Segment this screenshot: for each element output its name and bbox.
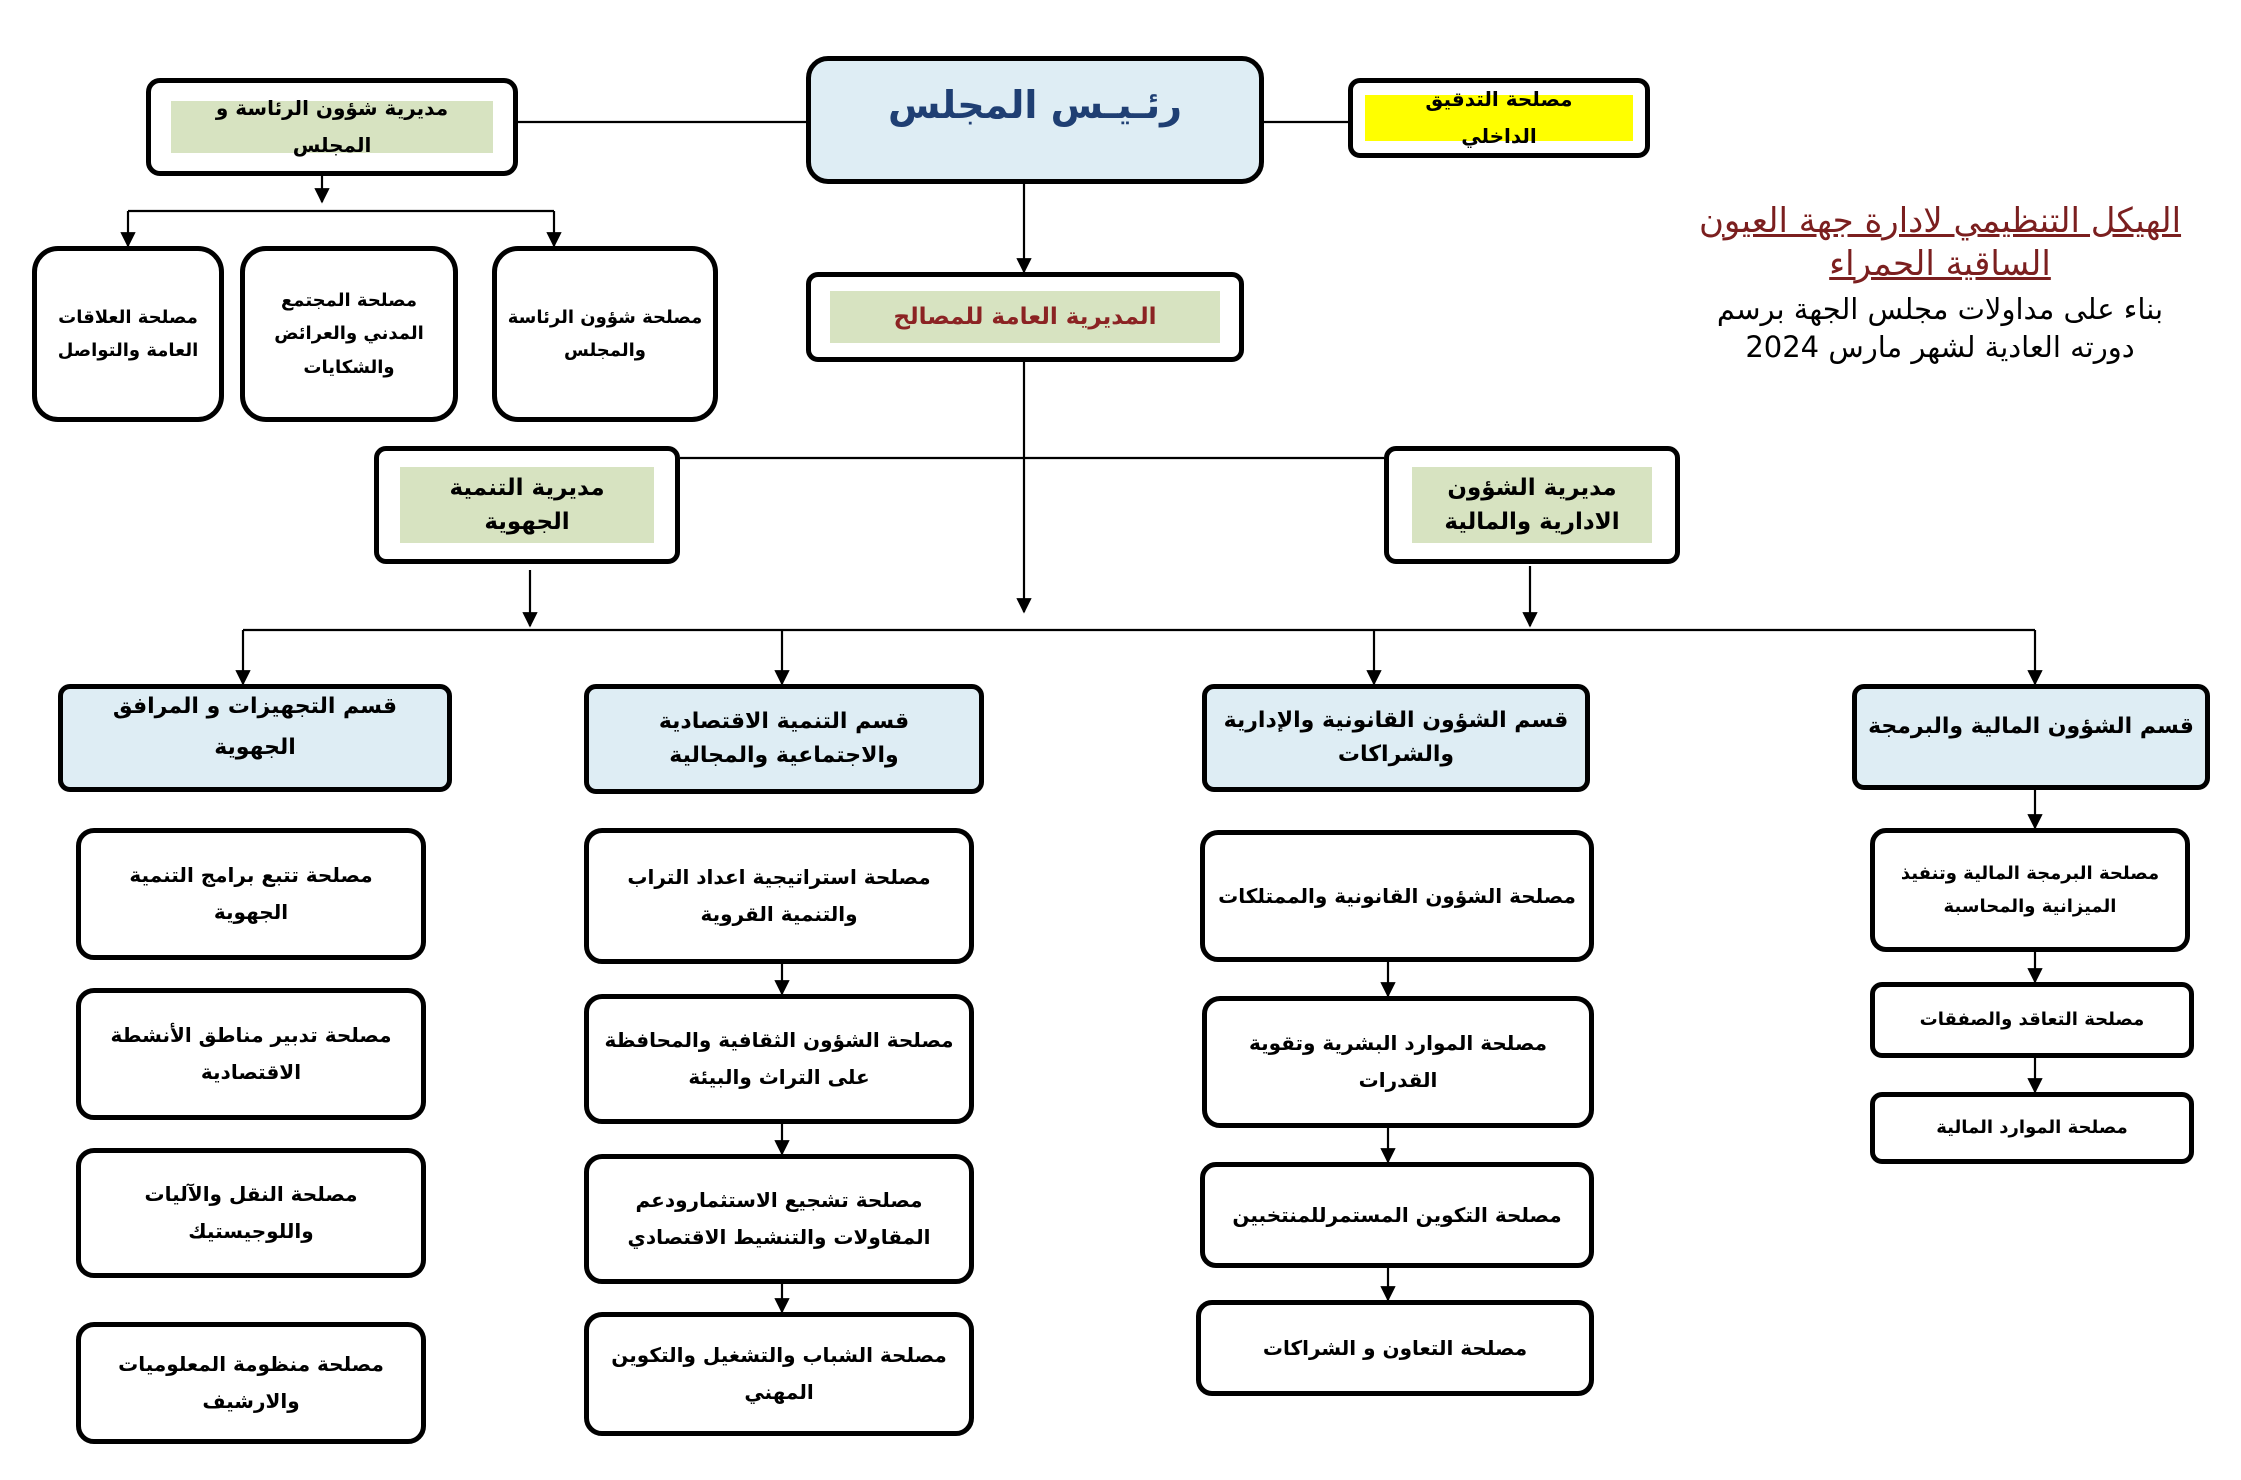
cultural-affairs-service-box: مصلحة الشؤون الثقافية والمحافظة على التر… [584, 994, 974, 1124]
territorial-strategy-service-label: مصلحة استراتيجية اعداد التراب والتنمية ا… [627, 865, 931, 926]
cooperation-service-box: مصلحة التعاون و الشراكات [1196, 1300, 1594, 1396]
presidency-service-box: مصلحة شؤون الرئاسة والمجلس [492, 246, 718, 422]
public-relations-service-box: مصلحة العلاقات العامة والتواصل [32, 246, 224, 422]
legal-affairs-service-label: مصلحة الشؤون القانونية والممتلكات [1218, 883, 1576, 908]
equipment-department-box: قسم التجهيزات و المرافق الجهوية [58, 684, 452, 792]
cultural-affairs-service-label: مصلحة الشؤون الثقافية والمحافظة على التر… [604, 1028, 954, 1089]
territorial-strategy-service-box: مصلحة استراتيجية اعداد التراب والتنمية ا… [584, 828, 974, 964]
chart-title-block: الهيكل التنظيمي لادارة جهة العيون الساقي… [1680, 200, 2200, 366]
chart-subtitle-line1: بناء على مداولات مجلس الجهة برسم [1716, 292, 2164, 326]
admin-finance-directorate-label: مديرية الشؤون الادارية والمالية [1444, 474, 1620, 536]
chart-title-line1: الهيكل التنظيمي لادارة جهة العيون [1698, 201, 2182, 241]
human-resources-service-label: مصلحة الموارد البشرية وتقوية القدرات [1248, 1031, 1548, 1092]
legal-department-box: قسم الشؤون القانونية والإدارية والشراكات [1202, 684, 1590, 792]
general-directorate-label: المديرية العامة للمصالح [893, 303, 1157, 330]
regional-development-directorate-box: مديرية التنمية الجهوية [374, 446, 680, 564]
elected-training-service-label: مصلحة التكوين المستمرللمنتخبين [1232, 1202, 1562, 1227]
economic-zones-service-label: مصلحة تدبير مناطق الأنشطة الاقتصادية [110, 1023, 392, 1084]
economic-zones-service-box: مصلحة تدبير مناطق الأنشطة الاقتصادية [76, 988, 426, 1120]
financial-resources-service-box: مصلحة الموارد المالية [1870, 1092, 2194, 1164]
chart-subtitle-line2: دورته العادية لشهر مارس 2024 [1745, 329, 2135, 364]
youth-employment-service-label: مصلحة الشباب والتشغيل والتكوين المهني [611, 1343, 947, 1404]
internal-audit-label: مصلحة التدقيق الداخلي [1425, 87, 1573, 148]
equipment-department-label: قسم التجهيزات و المرافق الجهوية [112, 694, 398, 760]
regional-programs-service-box: مصلحة تتبع برامج التنمية الجهوية [76, 828, 426, 960]
contracts-service-label: مصلحة التعاقد والصفقات [1919, 1009, 2145, 1031]
financial-resources-service-label: مصلحة الموارد المالية [1936, 1117, 2128, 1139]
presidency-directorate-box: مديرية شؤون الرئاسة و المجلس [146, 78, 518, 176]
public-relations-service-label: مصلحة العلاقات العامة والتواصل [57, 306, 199, 361]
regional-programs-service-label: مصلحة تتبع برامج التنمية الجهوية [129, 863, 373, 924]
legal-affairs-service-box: مصلحة الشؤون القانونية والممتلكات [1200, 830, 1594, 962]
civil-society-service-box: مصلحة المجتمع المدني والعرائض والشكايات [240, 246, 458, 422]
finance-department-box: قسم الشؤون المالية والبرمجة [1852, 684, 2210, 790]
information-systems-service-box: مصلحة منظومة المعلوميات والارشيف [76, 1322, 426, 1444]
youth-employment-service-box: مصلحة الشباب والتشغيل والتكوين المهني [584, 1312, 974, 1436]
general-directorate-box: المديرية العامة للمصالح [806, 272, 1244, 362]
presidency-service-label: مصلحة شؤون الرئاسة والمجلس [507, 306, 703, 361]
president-label: رئـيـس المجلس [888, 82, 1182, 127]
financial-programming-service-label: مصلحة البرمجة المالية وتنفيذ الميزانية و… [1900, 862, 2160, 917]
contracts-service-box: مصلحة التعاقد والصفقات [1870, 982, 2194, 1058]
transport-logistics-service-label: مصلحة النقل والآليات واللوجيستيك [144, 1182, 358, 1243]
president-box: رئـيـس المجلس [806, 56, 1264, 184]
internal-audit-box: مصلحة التدقيق الداخلي [1348, 78, 1650, 158]
chart-title-line2: الساقية الحمراء [1829, 243, 2051, 284]
legal-department-label: قسم الشؤون القانونية والإدارية والشراكات [1223, 707, 1569, 767]
regional-development-directorate-label: مديرية التنمية الجهوية [449, 474, 605, 536]
admin-finance-directorate-box: مديرية الشؤون الادارية والمالية [1384, 446, 1680, 564]
presidency-directorate-label: مديرية شؤون الرئاسة و المجلس [215, 96, 449, 157]
investment-service-label: مصلحة تشجيع الاستثمارودعم المقاولات والت… [627, 1188, 931, 1249]
economic-department-box: قسم التنمية الاقتصادية والاجتماعية والمج… [584, 684, 984, 794]
human-resources-service-box: مصلحة الموارد البشرية وتقوية القدرات [1202, 996, 1594, 1128]
elected-training-service-box: مصلحة التكوين المستمرللمنتخبين [1200, 1162, 1594, 1268]
cooperation-service-label: مصلحة التعاون و الشراكات [1262, 1335, 1528, 1360]
civil-society-service-label: مصلحة المجتمع المدني والعرائض والشكايات [274, 290, 424, 378]
economic-department-label: قسم التنمية الاقتصادية والاجتماعية والمج… [658, 708, 910, 768]
transport-logistics-service-box: مصلحة النقل والآليات واللوجيستيك [76, 1148, 426, 1278]
investment-service-box: مصلحة تشجيع الاستثمارودعم المقاولات والت… [584, 1154, 974, 1284]
financial-programming-service-box: مصلحة البرمجة المالية وتنفيذ الميزانية و… [1870, 828, 2190, 952]
finance-department-label: قسم الشؤون المالية والبرمجة [1868, 713, 2194, 739]
information-systems-service-label: مصلحة منظومة المعلوميات والارشيف [118, 1352, 384, 1413]
